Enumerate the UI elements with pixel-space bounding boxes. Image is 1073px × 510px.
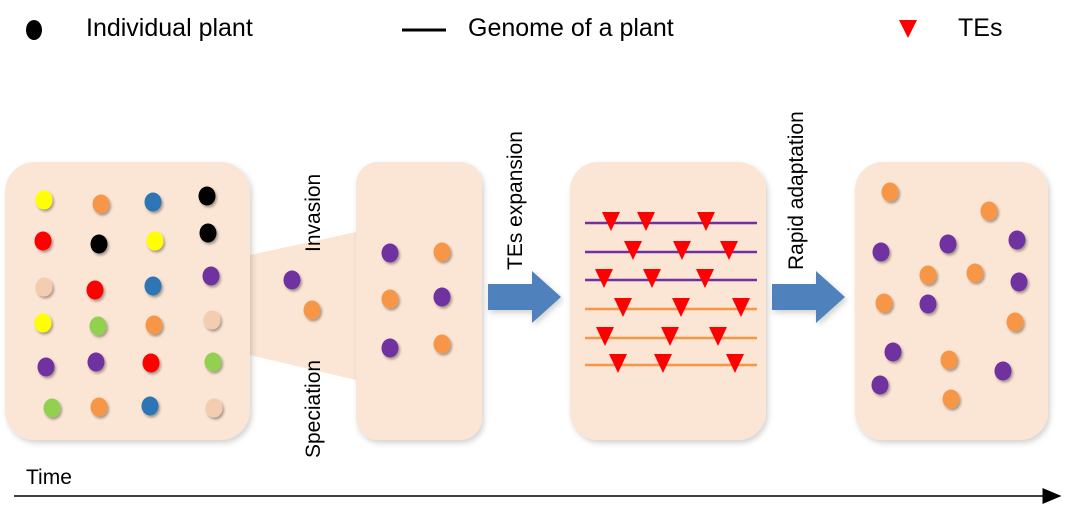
te-marker xyxy=(726,354,744,373)
plant-dot xyxy=(381,338,399,358)
panel-invasive-founders xyxy=(356,162,482,440)
plant-dot xyxy=(433,287,451,307)
plant-legend-label: Individual plant xyxy=(86,14,253,42)
plant-dot xyxy=(87,352,105,372)
te-marker xyxy=(709,327,727,346)
invasion-funnel xyxy=(250,232,356,380)
te-marker xyxy=(643,269,661,288)
plant-dot xyxy=(940,350,958,370)
te-marker xyxy=(673,241,691,260)
plant-dot xyxy=(205,398,223,418)
plant-dot xyxy=(89,316,107,336)
plant-dot xyxy=(92,194,110,214)
plant-dot xyxy=(994,361,1012,381)
te-legend-label: TEs xyxy=(958,14,1002,42)
plant-dot xyxy=(939,234,957,254)
plant-dot xyxy=(146,231,164,251)
plant-dot xyxy=(35,190,53,210)
te-marker xyxy=(637,212,655,231)
rapid-adaptation-arrow xyxy=(772,271,845,323)
legend: Individual plant Genome of a plant TEs xyxy=(26,14,1002,42)
plant-dot xyxy=(145,315,163,335)
plant-dots xyxy=(34,182,1028,418)
plant-dot xyxy=(919,265,937,285)
te-marker xyxy=(624,241,642,260)
genome-legend-label: Genome of a plant xyxy=(468,14,674,42)
rapid-adaptation-label: Rapid adaptation xyxy=(785,111,808,270)
speciation-label: Speciation xyxy=(302,360,325,458)
plant-dot xyxy=(881,182,899,202)
plant-dot xyxy=(34,313,52,333)
plant-dot xyxy=(144,276,162,296)
plant-dot xyxy=(381,243,399,263)
te-marker xyxy=(602,212,620,231)
te-marker xyxy=(697,212,715,231)
te-marker xyxy=(614,298,632,317)
te-markers xyxy=(595,212,750,373)
plant-dot xyxy=(37,357,55,377)
plant-dot xyxy=(919,294,937,314)
plant-dot xyxy=(43,398,61,418)
plant-legend-marker xyxy=(26,20,42,40)
plant-dot xyxy=(86,280,104,300)
plant-dot xyxy=(198,186,216,206)
te-marker xyxy=(672,298,690,317)
plant-dot xyxy=(1008,230,1026,250)
plant-dot xyxy=(144,192,162,212)
plant-dot xyxy=(35,277,53,297)
plant-dot xyxy=(433,334,451,354)
plant-dot xyxy=(942,389,960,409)
plant-dot xyxy=(303,300,321,320)
plant-dot xyxy=(966,263,984,283)
te-marker xyxy=(654,354,672,373)
plant-dot xyxy=(433,242,451,262)
te-marker xyxy=(595,269,613,288)
te-marker xyxy=(609,354,627,373)
plant-dot xyxy=(199,223,217,243)
plant-dot xyxy=(381,289,399,309)
plant-dot xyxy=(884,342,902,362)
plant-dot xyxy=(142,353,160,373)
te-marker xyxy=(596,327,614,346)
plant-dot xyxy=(872,242,890,262)
plant-dot xyxy=(141,396,159,416)
te-legend-marker xyxy=(899,20,917,38)
plant-dot xyxy=(1010,272,1028,292)
plant-dot xyxy=(202,266,220,286)
time-label: Time xyxy=(26,466,72,489)
plant-dot xyxy=(204,352,222,372)
te-marker xyxy=(661,327,679,346)
te-marker xyxy=(732,298,750,317)
plant-dot xyxy=(203,310,221,330)
plant-dot xyxy=(90,397,108,417)
invasion-label: Invasion xyxy=(302,174,325,252)
plant-dot xyxy=(871,375,889,395)
plant-dot xyxy=(283,270,301,290)
plant-dot xyxy=(980,201,998,221)
plant-dot xyxy=(90,234,108,254)
te-expansion-arrow xyxy=(488,271,561,323)
te-marker xyxy=(720,241,738,260)
plant-dot xyxy=(34,231,52,251)
te-expansion-label: TEs expansion xyxy=(504,131,527,270)
panel-native-population xyxy=(5,162,250,440)
plant-dot xyxy=(1006,312,1024,332)
te-marker xyxy=(696,269,714,288)
plant-dot xyxy=(875,293,893,313)
